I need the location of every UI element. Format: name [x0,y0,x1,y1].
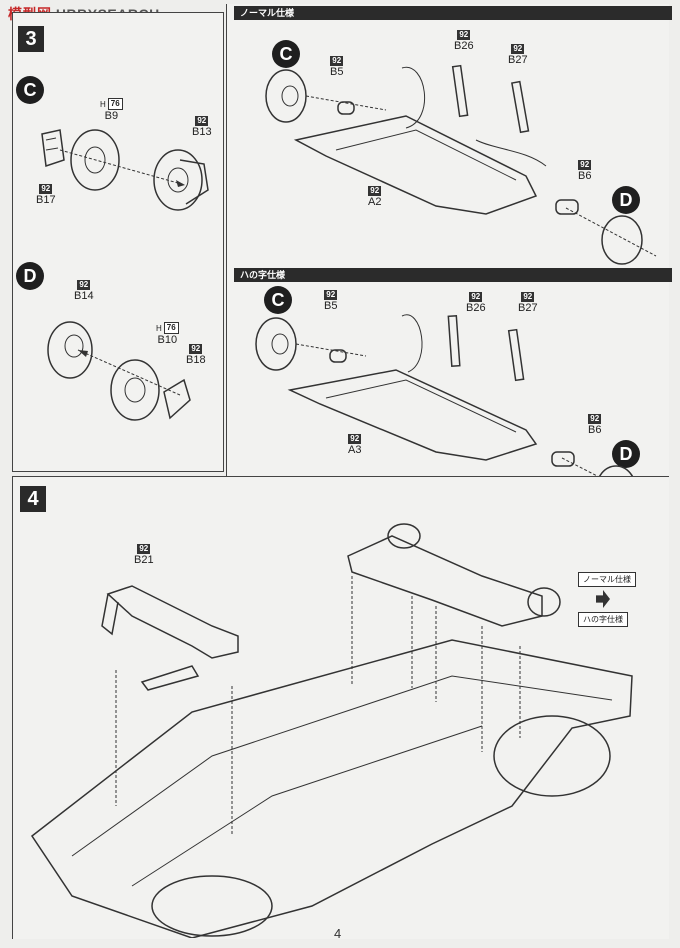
step3-right-drawings [255,64,657,515]
hub-b13-drawing [153,149,209,211]
sub-assembly-c-marker: C [16,76,44,104]
step3-left-drawings [41,129,209,421]
rotor-b9-drawing [70,129,120,191]
car-floor-drawing [30,639,633,938]
hachi-spec-header: ハの字仕様 [234,268,672,282]
hub-b14-drawing [47,321,93,379]
step3-number-badge: 3 [18,26,44,52]
hachi-d-marker: D [612,440,640,468]
rotor-b10-drawing [110,359,160,421]
step4-panel [12,476,669,939]
normal-spec-header: ノーマル仕様 [234,6,672,20]
page-number: 4 [334,926,342,941]
legend-normal-spec: ノーマル仕様 [578,572,636,587]
normal-subframe-drawing [265,64,657,265]
step3-right-panel [226,4,669,523]
assembly-guide-lines [115,576,521,836]
step4-number-badge: 4 [20,486,46,512]
normal-c-marker: C [272,40,300,68]
legend-hachi-spec: ハの字仕様 [578,612,628,627]
step4-body-drawing [30,523,633,938]
brake-pad-b17-drawing [41,129,65,168]
rear-subframe-drawing [347,523,561,627]
hachi-c-marker: C [264,286,292,314]
normal-d-marker: D [612,186,640,214]
brake-pad-b18-drawing [163,378,191,420]
b21-brace-drawing [101,585,239,691]
sub-assembly-d-marker: D [16,262,44,290]
